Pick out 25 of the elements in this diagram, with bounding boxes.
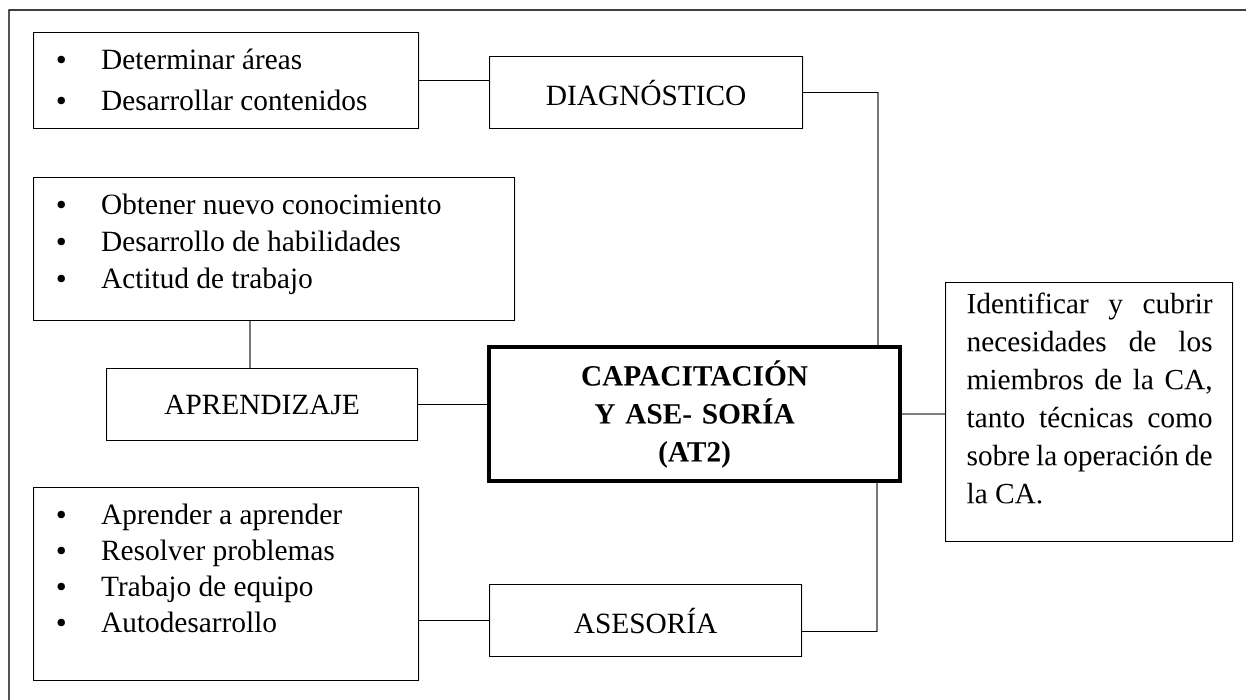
list-item: Trabajo de equipo <box>101 575 313 603</box>
connector-line <box>802 92 879 346</box>
description-text: Identificar y cubrir necesidades de los miembros de la CA, tanto técnicas como sobre la operación de la CA. <box>966 292 1213 504</box>
list-item: Desarrollar contenidos <box>101 89 367 111</box>
list-item: Desarrollo de habilidades <box>101 230 400 252</box>
connector-line <box>418 80 490 82</box>
connector-line <box>418 620 490 622</box>
list-item: Obtener nuevo conocimiento <box>102 193 441 215</box>
list-box <box>33 487 420 682</box>
list-item: Autodesarrollo <box>101 611 276 633</box>
connector-line <box>901 413 946 415</box>
list-item: Aprender a aprender <box>101 503 342 531</box>
description-box <box>945 282 1234 543</box>
list-item: Actitud de trabajo <box>101 267 312 295</box>
label-box: DIAGNÓSTICO <box>489 56 804 130</box>
connector-line <box>801 482 878 633</box>
list-box <box>33 32 420 130</box>
list-item: Determinar áreas <box>101 48 302 70</box>
list-item: Resolver problemas <box>101 539 334 567</box>
list-box <box>33 177 516 322</box>
label-box: ASESORÍA <box>489 584 803 658</box>
connector-line <box>417 404 488 406</box>
connector-line <box>249 320 251 369</box>
central-box: CAPACITACIÓN Y ASE- SORÍA (AT2) <box>487 345 902 483</box>
label-box: APRENDIZAJE <box>106 368 419 442</box>
